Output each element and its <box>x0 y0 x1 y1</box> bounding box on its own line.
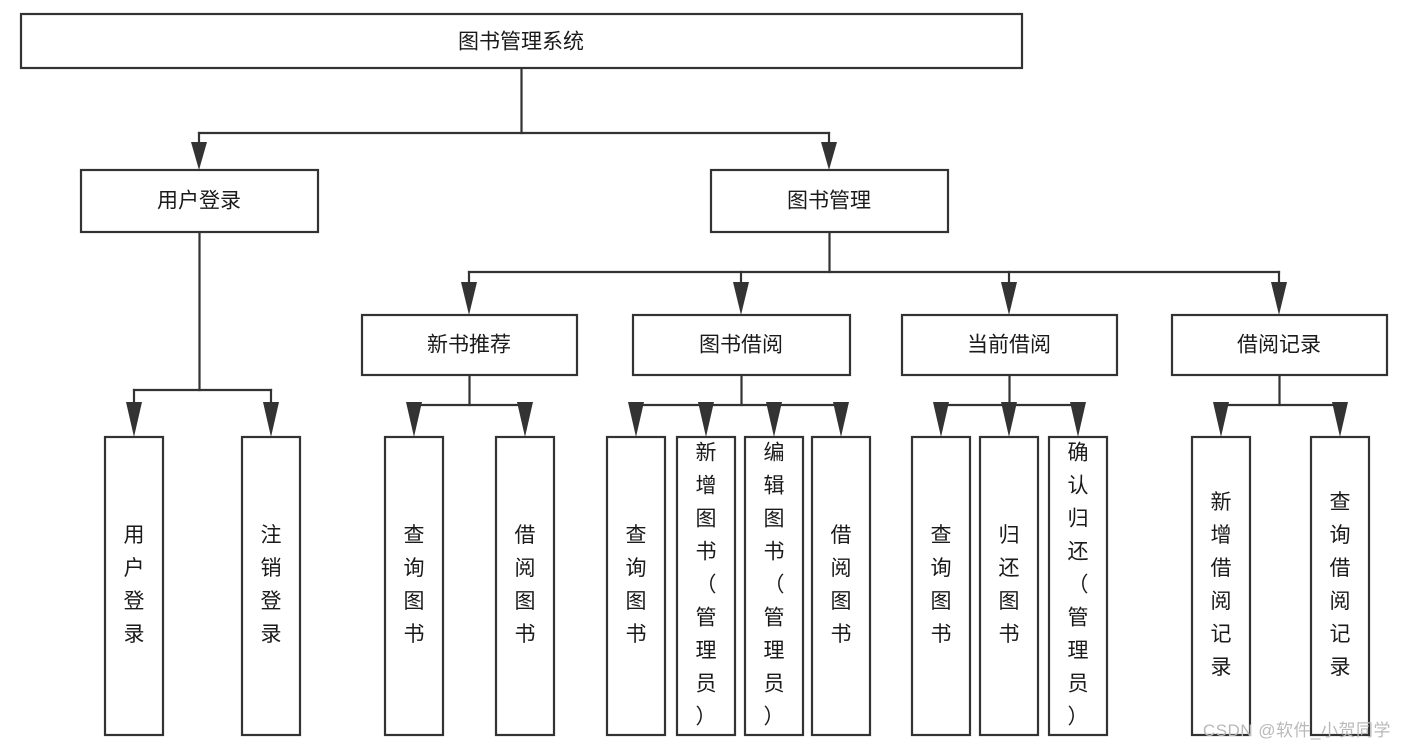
leaf-label: 查询图书 <box>626 524 647 646</box>
arrow-head-icon <box>733 282 749 315</box>
arrow-head-icon <box>698 402 714 437</box>
node-user-login[interactable]: 用户登录 <box>79 168 320 234</box>
connectors-root <box>191 66 837 170</box>
leaf-book-borrow-2[interactable]: 新增图书（管理员） <box>675 435 737 737</box>
arrow-head-icon <box>126 402 142 437</box>
node-current-borrow-box[interactable] <box>900 313 1119 377</box>
arrow-head-icon <box>406 402 422 437</box>
leaf-book-borrow-1[interactable]: 查询图书 <box>605 435 667 737</box>
connectors-borrow-record <box>1213 373 1348 437</box>
node-book-borrow-label: 图书借阅 <box>699 334 783 357</box>
leaf-box[interactable] <box>240 435 302 737</box>
node-book-management-box[interactable] <box>709 168 950 234</box>
node-borrow-record[interactable]: 借阅记录 <box>1170 313 1389 377</box>
connectors-book-mgmt <box>461 230 1287 315</box>
node-book-management[interactable]: 图书管理 <box>709 168 950 234</box>
leaf-new-book-2[interactable]: 借阅图书 <box>494 435 556 737</box>
node-new-book-recommend[interactable]: 新书推荐 <box>360 313 579 377</box>
leaf-book-borrow-3[interactable]: 编辑图书（管理员） <box>743 435 805 737</box>
leaf-current-borrow-3[interactable]: 确认归还（管理员） <box>1047 435 1109 737</box>
node-current-borrow-label: 当前借阅 <box>967 334 1051 357</box>
node-user-login-box[interactable] <box>79 168 320 234</box>
node-book-borrow[interactable]: 图书借阅 <box>631 313 852 377</box>
arrow-head-icon <box>1332 402 1348 437</box>
leaf-current-borrow-2[interactable]: 归还图书 <box>978 435 1040 737</box>
arrow-head-icon <box>517 402 533 437</box>
node-new-book-recommend-label: 新书推荐 <box>427 334 511 357</box>
leaf-box[interactable] <box>910 435 972 737</box>
node-borrow-record-label: 借阅记录 <box>1237 334 1321 357</box>
leaf-label: 借阅图书 <box>515 524 536 646</box>
arrow-head-icon <box>263 402 279 437</box>
leaf-borrow-record-1[interactable]: 新增借阅记录 <box>1190 435 1252 737</box>
arrow-head-icon <box>933 402 949 437</box>
arrow-head-icon <box>1213 402 1229 437</box>
leaf-label: 借阅图书 <box>831 524 852 646</box>
connectors-book-borrow <box>628 373 849 437</box>
arrow-head-icon <box>1070 402 1086 437</box>
arrow-head-icon <box>461 282 477 315</box>
node-root-label: 图书管理系统 <box>458 31 584 54</box>
leaf-label: 确认归还（管理员） <box>1068 442 1089 729</box>
leaf-label: 归还图书 <box>999 524 1020 646</box>
connectors-current-borrow <box>933 373 1086 437</box>
leaf-label: 用户登录 <box>124 524 145 646</box>
leaf-box[interactable] <box>494 435 556 737</box>
leaf-box[interactable] <box>1047 435 1109 737</box>
connectors-user-login <box>126 230 279 437</box>
csdn-watermark: CSDN @软件_小贺同学 <box>1202 721 1391 740</box>
leaf-box[interactable] <box>810 435 872 737</box>
arrow-head-icon <box>833 402 849 437</box>
arrow-head-icon <box>821 142 837 170</box>
leaf-new-book-1[interactable]: 查询图书 <box>383 435 445 737</box>
leaf-box[interactable] <box>675 435 737 737</box>
leaf-label: 查询图书 <box>931 524 952 646</box>
leaf-box[interactable] <box>978 435 1040 737</box>
leaf-box[interactable] <box>605 435 667 737</box>
leaf-label: 查询借阅记录 <box>1330 491 1351 679</box>
leaf-user-login-2[interactable]: 注销登录 <box>240 435 302 737</box>
node-book-borrow-box[interactable] <box>631 313 852 377</box>
leaf-label: 编辑图书（管理员） <box>764 442 785 729</box>
leaf-label: 新增借阅记录 <box>1211 491 1232 679</box>
node-book-management-label: 图书管理 <box>787 190 871 213</box>
node-new-book-recommend-box[interactable] <box>360 313 579 377</box>
node-current-borrow[interactable]: 当前借阅 <box>900 313 1119 377</box>
leaf-box[interactable] <box>1309 435 1371 737</box>
leaf-box[interactable] <box>743 435 805 737</box>
arrow-head-icon <box>1271 282 1287 315</box>
connectors-new-book <box>406 373 533 437</box>
leaf-label: 查询图书 <box>404 524 425 646</box>
arrow-head-icon <box>1001 282 1017 315</box>
arrow-head-icon <box>628 402 644 437</box>
arrow-head-icon <box>766 402 782 437</box>
node-root-box[interactable] <box>19 12 1024 70</box>
leaf-box[interactable] <box>103 435 165 737</box>
node-root[interactable]: 图书管理系统 <box>19 12 1024 70</box>
leaf-label: 新增图书（管理员） <box>696 442 717 729</box>
arrow-head-icon <box>1001 402 1017 437</box>
arrow-head-icon <box>191 142 207 170</box>
node-user-login-label: 用户登录 <box>157 190 241 213</box>
leaf-user-login-1[interactable]: 用户登录 <box>103 435 165 737</box>
leaf-book-borrow-4[interactable]: 借阅图书 <box>810 435 872 737</box>
node-borrow-record-box[interactable] <box>1170 313 1389 377</box>
leaf-current-borrow-1[interactable]: 查询图书 <box>910 435 972 737</box>
leaf-borrow-record-2[interactable]: 查询借阅记录 <box>1309 435 1371 737</box>
leaf-box[interactable] <box>383 435 445 737</box>
leaf-label: 注销登录 <box>261 524 282 646</box>
leaf-box[interactable] <box>1190 435 1252 737</box>
